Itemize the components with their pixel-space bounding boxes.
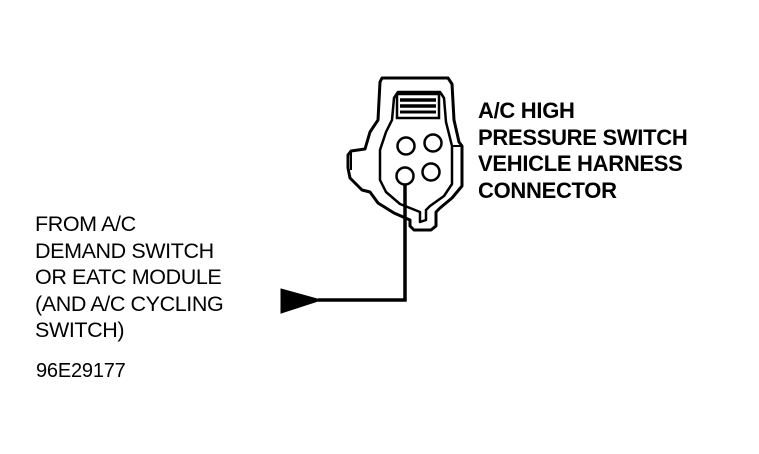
terminal-cavity-bottom-right <box>421 162 441 182</box>
source-label-line: OR EATC MODULE <box>35 265 222 289</box>
connector-label: A/C HIGH PRESSURE SWITCH VEHICLE HARNESS… <box>478 98 688 204</box>
reference-id: 96E29177 <box>36 360 126 382</box>
source-label-line: DEMAND SWITCH <box>35 238 214 263</box>
connector-label-line: PRESSURE SWITCH <box>478 124 688 150</box>
terminal-cavity-bottom-left <box>395 166 415 186</box>
source-label: FROM A/C DEMAND SWITCH OR EATC MODULE (A… <box>35 211 224 344</box>
source-label-line: SWITCH) <box>35 318 125 342</box>
connector-label-line: CONNECTOR <box>478 177 617 203</box>
terminal-cavity-top-left <box>396 136 416 156</box>
source-label-line: (AND A/C CYCLING <box>35 291 224 316</box>
connector-label-line: A/C HIGH <box>478 98 575 123</box>
wire-arrowhead <box>280 288 323 314</box>
source-label-line: FROM A/C <box>35 212 136 236</box>
terminal-cavity-top-right <box>423 133 443 153</box>
connector-face-outline <box>378 90 454 224</box>
harness-wire <box>318 185 407 302</box>
connector-label-line: VEHICLE HARNESS <box>478 151 683 176</box>
